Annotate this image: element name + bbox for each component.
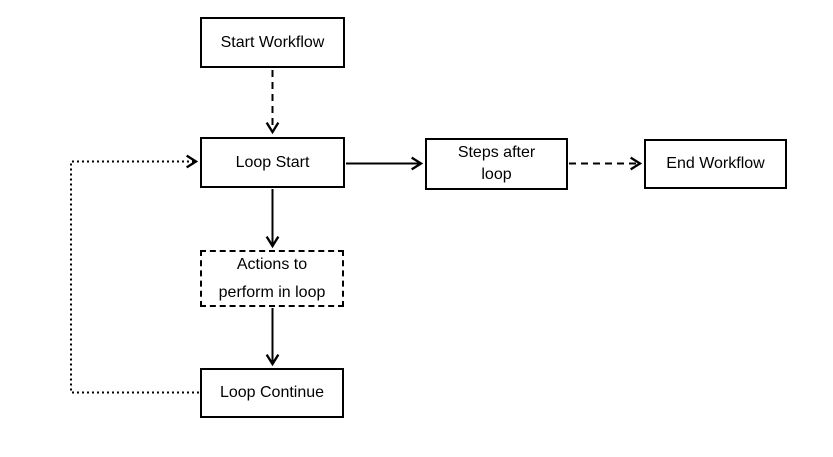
node-label: Steps after loop (457, 144, 536, 183)
node-start-workflow: Start Workflow (200, 17, 345, 68)
node-actions-in-loop: Actions to perform in loop (200, 250, 344, 307)
node-label: Actions to perform in loop (218, 255, 326, 301)
node-end-workflow: End Workflow (644, 139, 787, 189)
node-label: Loop Continue (219, 384, 325, 402)
node-label: Start Workflow (220, 33, 325, 51)
node-label: Loop Start (235, 153, 310, 171)
node-loop-start: Loop Start (200, 137, 345, 188)
node-steps-after-loop: Steps after loop (425, 138, 568, 190)
node-loop-continue: Loop Continue (200, 368, 344, 418)
node-label: End Workflow (666, 155, 765, 173)
edge-loop-continue-to-loop-start (70, 154, 199, 394)
